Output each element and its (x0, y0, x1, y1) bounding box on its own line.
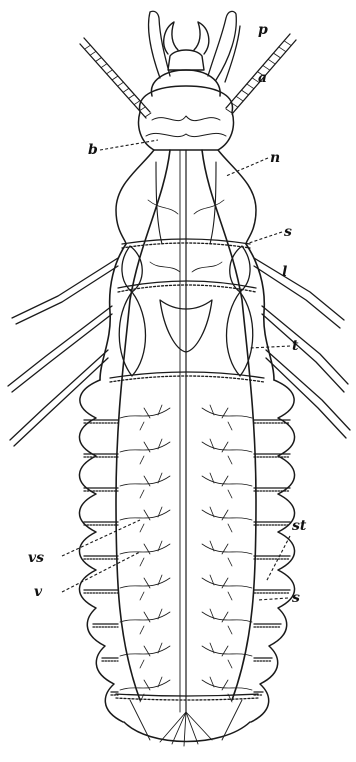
antenna-segment (107, 70, 113, 74)
visceral-twig (140, 575, 162, 600)
visceral-twig (140, 643, 162, 668)
antenna-segment (112, 76, 118, 80)
label-palp: p (258, 22, 268, 38)
visceral-twig (210, 677, 232, 702)
antenna-segment (145, 113, 151, 117)
visceral-twig (140, 507, 162, 532)
antenna-segment (242, 91, 248, 95)
antenna-segment (101, 64, 107, 68)
label-ventral-branch: v (34, 584, 43, 600)
antenna-segment (279, 47, 285, 51)
visceral-twig (210, 609, 232, 634)
visceral-twig (210, 575, 232, 600)
visceral-twig (210, 439, 232, 464)
antenna-segment (134, 101, 140, 105)
antenna-segment (269, 60, 275, 64)
antenna-segment (226, 109, 232, 113)
label-nerve-cord: n (270, 150, 280, 166)
antenna-segment (90, 51, 96, 55)
visceral-twig (210, 405, 232, 430)
spiracles (84, 420, 290, 695)
antenna-segment (274, 54, 280, 58)
label-spiracle-upper: s (284, 224, 292, 240)
visceral-twig (210, 473, 232, 498)
antenna-segment (123, 88, 129, 92)
antenna-segment (85, 45, 91, 49)
thoracic-branch (148, 200, 178, 214)
antenna-segment (118, 82, 124, 86)
head (139, 70, 234, 150)
visceral-twig (140, 473, 162, 498)
mandibles (164, 22, 209, 70)
abdomen-segment-margins (79, 380, 294, 742)
visceral-twig (140, 541, 162, 566)
thoracic-branch (192, 262, 222, 272)
label-leg: l (282, 264, 287, 280)
antenna-segment (247, 84, 253, 88)
visceral-twig (210, 541, 232, 566)
palps (148, 11, 240, 82)
label-brain: b (88, 142, 98, 158)
antenna-segment (237, 97, 243, 101)
visceral-twig (140, 677, 162, 702)
antenna-segment (96, 58, 102, 62)
label-trachea: t (292, 338, 299, 354)
commissure (110, 376, 264, 382)
commissure (116, 698, 258, 700)
label-antenna: a (258, 70, 267, 86)
transverse-tracheal-commissures (110, 239, 264, 700)
visceral-twig (140, 609, 162, 634)
label-spiracle-lower: s (292, 590, 300, 606)
visceral-twig (140, 405, 162, 430)
label-spiracular-trunk: st (292, 518, 307, 534)
tracheal-trunks (116, 150, 256, 712)
thoracic-branch (150, 262, 180, 272)
visceral-twig (210, 643, 232, 668)
antenna-segment (285, 41, 291, 45)
visceral-twig (210, 507, 232, 532)
visceral-twig (140, 439, 162, 464)
legs (8, 258, 350, 446)
antenna-segment (129, 95, 135, 99)
label-visceral-branch: vs (28, 550, 44, 566)
abdomen-right-margin (251, 380, 295, 722)
thoracic-branch (194, 200, 224, 214)
